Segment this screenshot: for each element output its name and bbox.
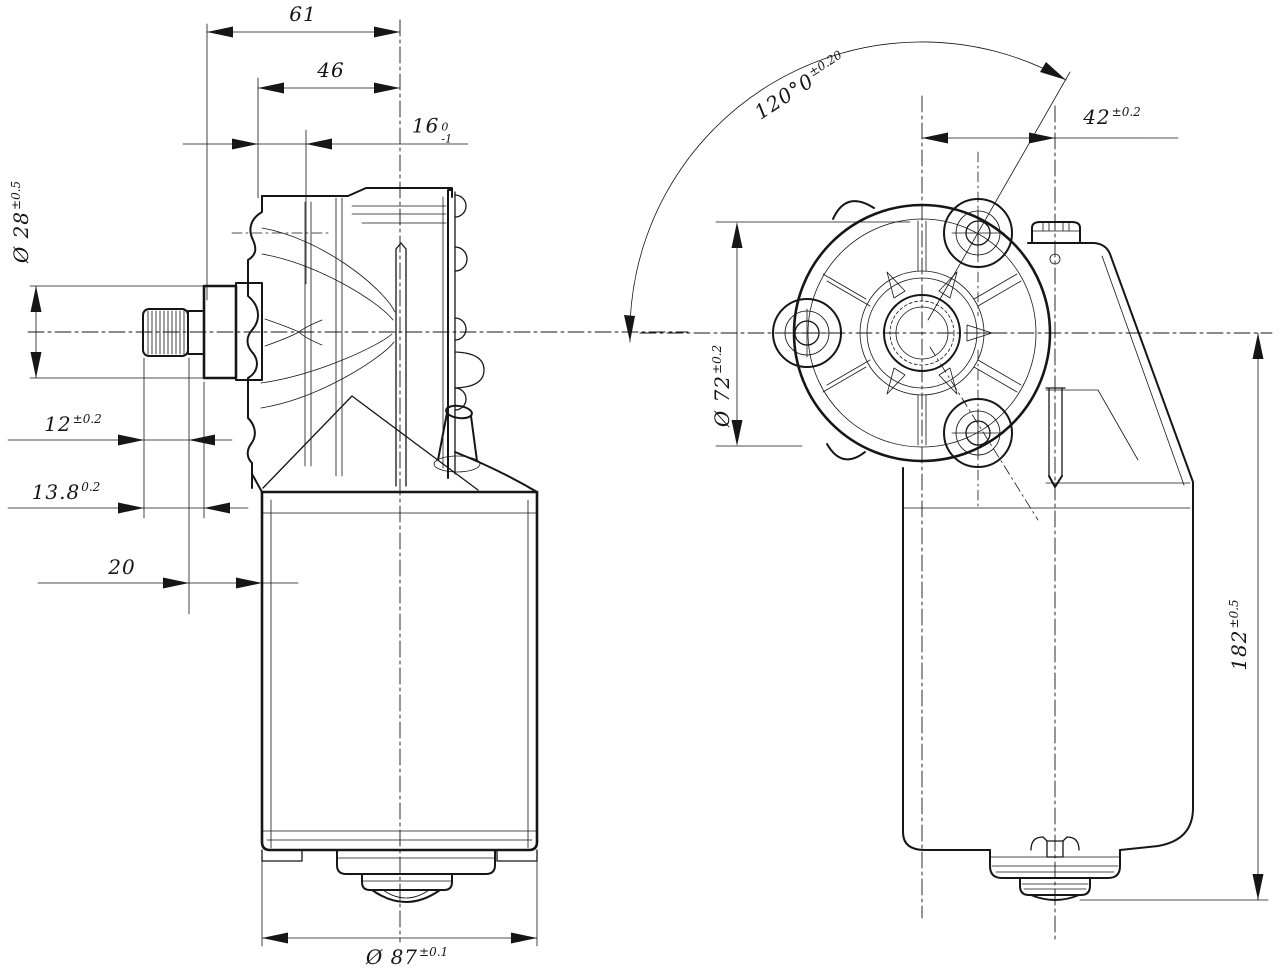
dim-label-182: 182±0.5 xyxy=(1227,599,1251,671)
front-view-drawing xyxy=(639,95,1273,941)
dim-label-46: 46 xyxy=(317,58,345,82)
dim-label-12: 12±0.2 xyxy=(44,412,102,436)
side-view-dimensions xyxy=(7,23,538,947)
dim-label-20: 20 xyxy=(108,555,136,579)
dim-label-28: Ø 28±0.5 xyxy=(9,180,33,264)
dim-label-87: Ø 87±0.1 xyxy=(365,945,449,969)
side-view-drawing xyxy=(27,19,689,943)
dim-label-61: 61 xyxy=(289,2,317,26)
dim-label-13-8: 13.80.2 xyxy=(31,480,101,504)
dim-label-42: 42±0.2 xyxy=(1083,105,1141,129)
front-view-dimensions xyxy=(624,41,1269,901)
dim-label-72: Ø 72±0.2 xyxy=(710,344,734,428)
